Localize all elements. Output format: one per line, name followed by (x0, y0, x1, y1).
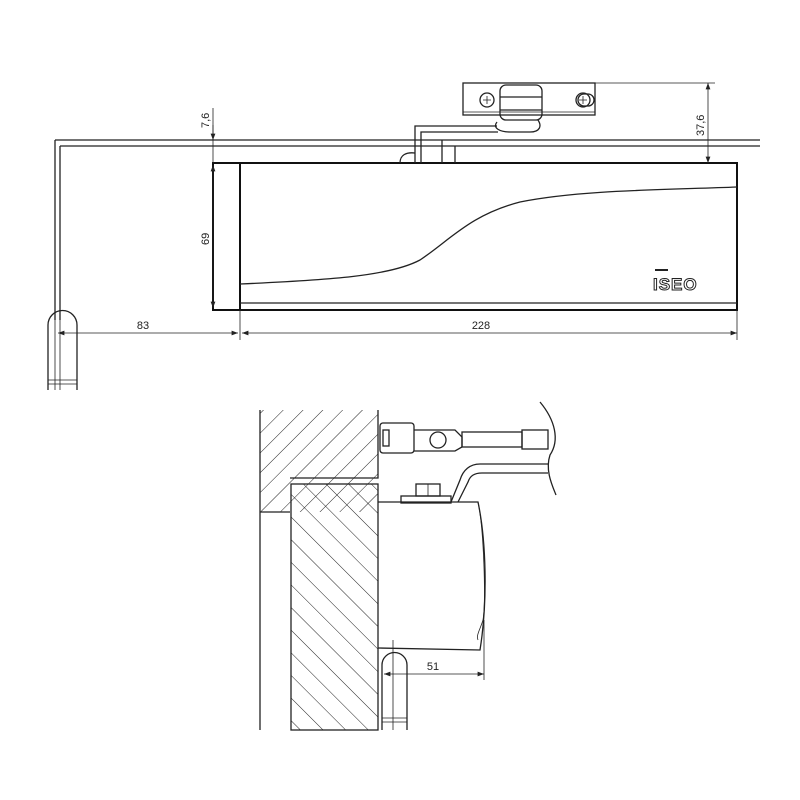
dim-rail-offset: 7,6 (200, 113, 212, 128)
door-section (290, 483, 379, 731)
screw-icon (479, 92, 495, 108)
closer-body-side (377, 463, 548, 651)
closer-body: ISEO (212, 162, 738, 311)
dim-bracket-height: 37,6 (695, 115, 707, 136)
arm-pin-side (381, 640, 408, 730)
dimensions-side: 51 (384, 620, 485, 680)
dimensions-top: 7,6 37,6 69 83 228 (58, 82, 738, 340)
dim-body-height: 69 (200, 233, 212, 245)
svg-text:ISEO: ISEO (653, 275, 698, 294)
mounting-bracket (399, 82, 596, 164)
arm-rail (54, 139, 760, 320)
iseo-logo: ISEO (653, 269, 698, 295)
dim-depth: 51 (427, 661, 439, 673)
dim-arm-offset: 83 (137, 320, 149, 332)
arm-side (379, 401, 557, 496)
screw-icon (575, 92, 591, 108)
arm-pin (47, 309, 78, 390)
body-contour-curve (239, 186, 738, 285)
dim-body-length: 228 (472, 320, 490, 332)
top-view: ISEO 7,6 37,6 (47, 82, 760, 390)
side-view: 51 (259, 401, 557, 731)
